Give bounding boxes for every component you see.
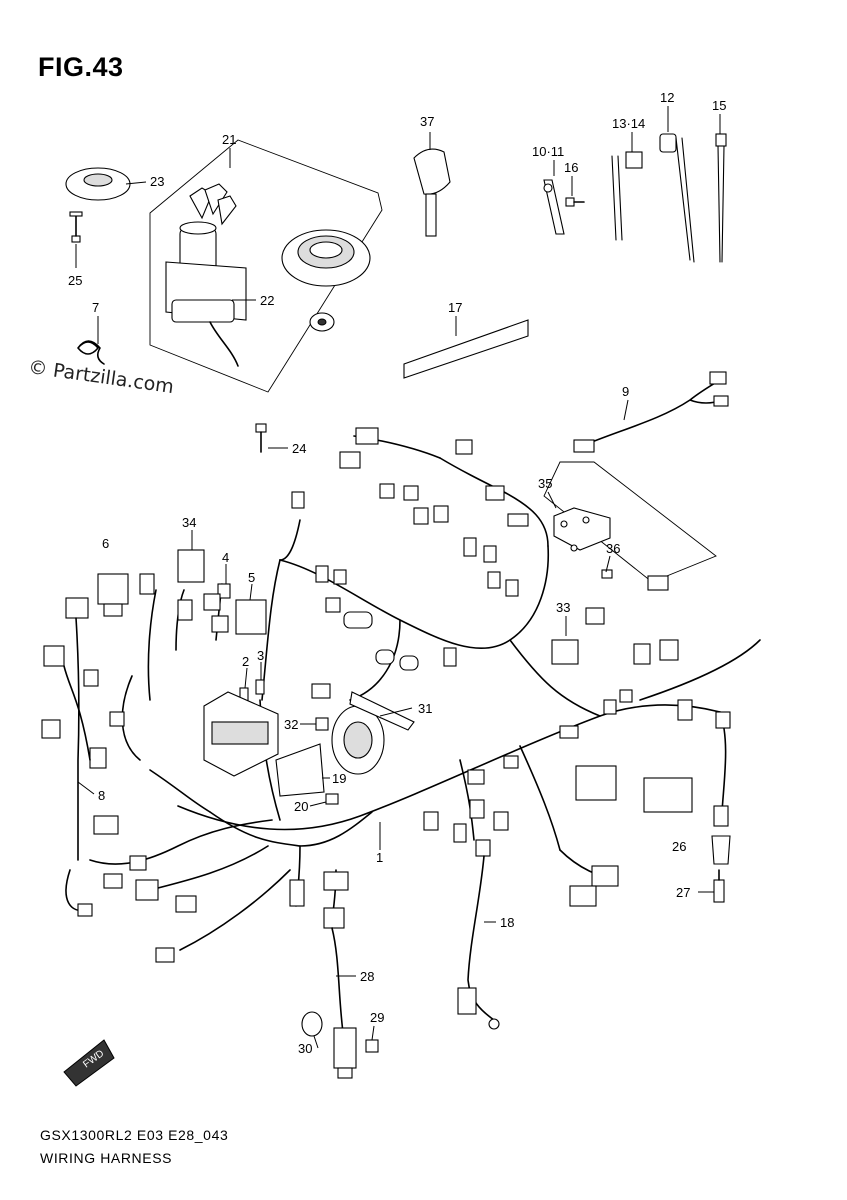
callout-1: 1 (376, 850, 383, 865)
horn-31[interactable] (331, 691, 415, 775)
callout-12: 12 (660, 90, 674, 105)
bolt-25[interactable] (69, 211, 83, 243)
harness-connectors[interactable] (41, 427, 731, 963)
callout-3: 3 (257, 648, 264, 663)
ignition-switch[interactable] (165, 183, 247, 367)
fuel-cap-lock[interactable] (281, 229, 371, 287)
connector-cluster[interactable] (139, 573, 229, 633)
callout-28: 28 (360, 969, 374, 984)
bolt-24[interactable] (255, 423, 267, 453)
relay-34[interactable] (177, 549, 205, 583)
band-13-14[interactable] (611, 151, 643, 241)
callout-10-11: 10·11 (532, 144, 564, 159)
bolt-16[interactable] (565, 197, 585, 207)
model-code: GSX1300RL2 E03 E28_043 (40, 1127, 229, 1143)
relay-5[interactable] (235, 599, 267, 635)
callout-26: 26 (672, 839, 686, 854)
ignition-cover[interactable] (65, 167, 131, 201)
callout-8: 8 (98, 788, 105, 803)
grommet-30[interactable] (301, 1011, 323, 1037)
callout-21: 21 (222, 132, 236, 147)
clamp-12[interactable] (659, 133, 695, 263)
callout-24: 24 (292, 441, 306, 456)
key-blank[interactable] (413, 148, 451, 237)
sub-harness-18[interactable] (457, 855, 500, 1030)
callout-37: 37 (420, 114, 434, 129)
callout-2: 2 (242, 654, 249, 669)
callout-13-14: 13·14 (612, 116, 645, 131)
callout-36: 36 (606, 541, 620, 556)
callout-6: 6 (102, 536, 109, 551)
callout-35: 35 (538, 476, 552, 491)
sensor-26[interactable] (711, 805, 731, 865)
sensor-harness-28[interactable] (331, 927, 357, 1079)
callout-17: 17 (448, 300, 462, 315)
leader-lines (75, 106, 721, 1049)
callout-20: 20 (294, 799, 308, 814)
clamp-15[interactable] (715, 133, 727, 263)
bracket-group-box (543, 461, 717, 583)
fuse-4[interactable] (217, 583, 231, 599)
bolt-32[interactable] (315, 717, 329, 731)
callout-4: 4 (222, 550, 229, 565)
main-wiring-harness[interactable] (65, 435, 761, 951)
figure-title: FIG.43 (38, 52, 124, 82)
pad-17[interactable] (403, 319, 529, 379)
callout-22: 22 (260, 293, 274, 308)
callout-16: 16 (564, 160, 578, 175)
fuse-3[interactable] (255, 679, 265, 695)
sub-harness-9[interactable] (573, 371, 729, 453)
callout-9: 9 (622, 384, 629, 399)
callout-19: 19 (332, 771, 346, 786)
sensor-27[interactable] (713, 869, 725, 903)
callout-23: 23 (150, 174, 164, 189)
assembly-name: WIRING HARNESS (40, 1150, 173, 1166)
callout-32: 32 (284, 717, 298, 732)
relay-6[interactable] (97, 573, 129, 617)
callout-18: 18 (500, 915, 514, 930)
callout-5: 5 (248, 570, 255, 585)
fuse-box[interactable] (203, 691, 279, 777)
bolt-36[interactable] (601, 569, 613, 579)
callout-labels: 1 2 3 4 5 6 7 8 9 10·11 12 13·14 15 16 1… (68, 90, 726, 1056)
callout-31: 31 (418, 701, 432, 716)
callout-7: 7 (92, 300, 99, 315)
callout-27: 27 (676, 885, 690, 900)
callout-33: 33 (556, 600, 570, 615)
bolt-20[interactable] (325, 793, 339, 805)
holder-10-11[interactable] (543, 179, 565, 235)
callout-15: 15 (712, 98, 726, 113)
bracket-35[interactable] (553, 507, 611, 552)
spring-7[interactable] (77, 340, 105, 365)
ignition-switch-group-box (149, 139, 383, 393)
fwd-arrow: FWD (63, 1039, 115, 1087)
callout-30: 30 (298, 1041, 312, 1056)
bolt-29[interactable] (365, 1039, 379, 1053)
bracket-19[interactable] (275, 743, 325, 797)
seat-lock[interactable] (309, 312, 335, 332)
callout-34: 34 (182, 515, 196, 530)
callout-25: 25 (68, 273, 82, 288)
callout-29: 29 (370, 1010, 384, 1025)
